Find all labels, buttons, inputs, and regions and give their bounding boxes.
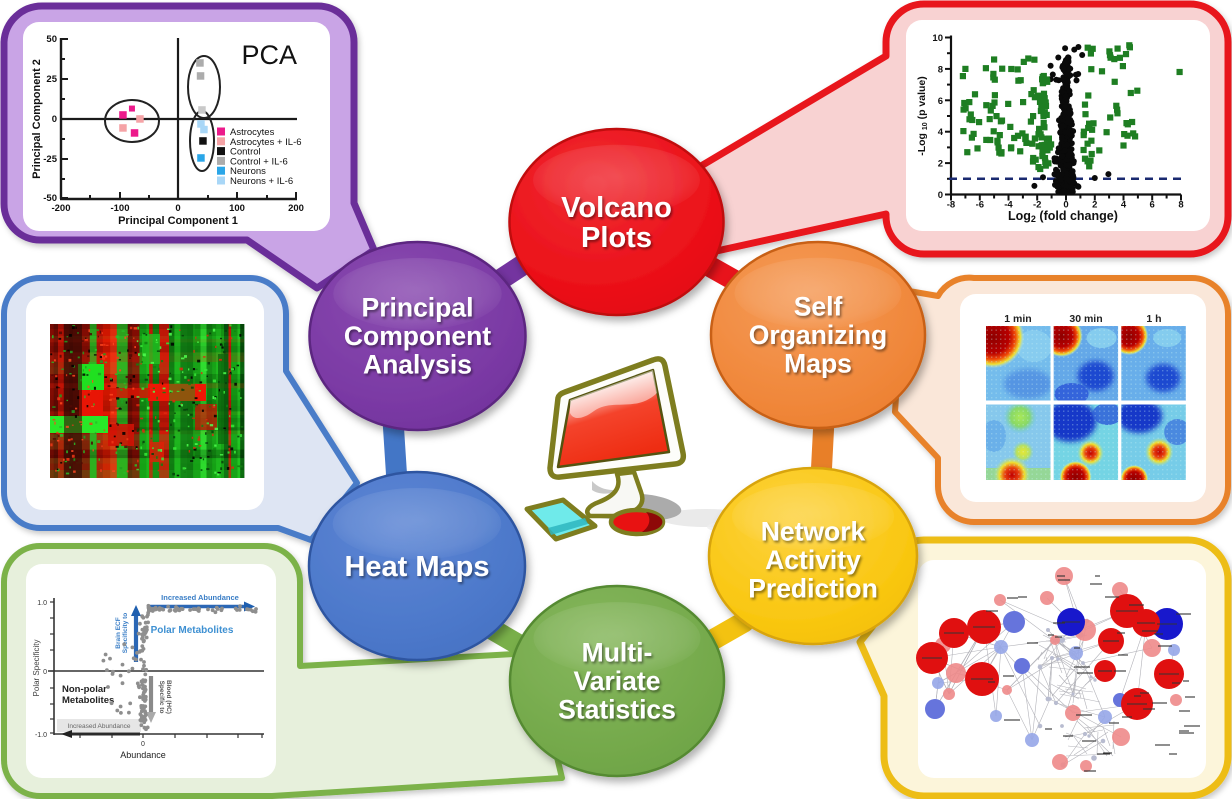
svg-text:Volcano: Volcano xyxy=(561,192,672,224)
svg-text:Multi-: Multi- xyxy=(582,638,653,668)
svg-text:-4: -4 xyxy=(1004,200,1013,211)
svg-text:-200: -200 xyxy=(51,203,70,214)
svg-text:Brain ECF: Brain ECF xyxy=(115,617,122,648)
svg-text:Increased Abundance: Increased Abundance xyxy=(68,723,131,730)
svg-text:Polar Metabolites: Polar Metabolites xyxy=(151,625,234,636)
svg-text:Heat Maps: Heat Maps xyxy=(344,551,489,583)
svg-text:Statistics: Statistics xyxy=(558,695,676,725)
svg-text:50: 50 xyxy=(46,34,57,45)
svg-text:Control + IL-6: Control + IL-6 xyxy=(230,156,288,167)
svg-text:Plots: Plots xyxy=(581,222,652,254)
svg-text:100: 100 xyxy=(229,203,245,214)
svg-text:Neurons: Neurons xyxy=(230,166,266,177)
svg-text:0: 0 xyxy=(938,190,943,201)
svg-text:Non-polar: Non-polar xyxy=(62,684,107,695)
svg-text:Network: Network xyxy=(761,517,866,547)
svg-text:-50: -50 xyxy=(43,193,57,204)
svg-text:Astrocytes + IL-6: Astrocytes + IL-6 xyxy=(230,137,302,148)
svg-text:-25: -25 xyxy=(43,154,57,165)
svg-text:-6: -6 xyxy=(976,200,984,211)
svg-text:0: 0 xyxy=(52,114,57,125)
svg-text:0: 0 xyxy=(175,203,180,214)
svg-text:6: 6 xyxy=(1150,200,1155,211)
svg-text:Metabolites: Metabolites xyxy=(62,695,114,706)
svg-text:0: 0 xyxy=(141,741,145,748)
svg-text:-1.0: -1.0 xyxy=(35,732,47,739)
svg-text:Activity: Activity xyxy=(765,545,861,575)
svg-text:30 min: 30 min xyxy=(1069,313,1102,325)
svg-text:Organizing: Organizing xyxy=(749,320,887,350)
svg-text:-2: -2 xyxy=(1033,200,1041,211)
svg-text:-100: -100 xyxy=(110,203,129,214)
svg-text:4: 4 xyxy=(1121,200,1127,211)
svg-text:Analysis: Analysis xyxy=(363,350,472,380)
svg-text:200: 200 xyxy=(288,203,304,214)
svg-text:1.0: 1.0 xyxy=(37,600,47,607)
svg-text:Neurons + IL-6: Neurons + IL-6 xyxy=(230,176,293,187)
svg-text:Self: Self xyxy=(794,292,843,322)
svg-text:Blood (HC): Blood (HC) xyxy=(165,680,172,714)
svg-text:Maps: Maps xyxy=(784,349,852,379)
svg-text:Polar Specificity: Polar Specificity xyxy=(32,640,41,697)
svg-text:0: 0 xyxy=(1063,200,1068,211)
svg-text:25: 25 xyxy=(46,74,57,85)
svg-text:PCA: PCA xyxy=(241,40,297,70)
svg-text:10: 10 xyxy=(932,33,943,44)
svg-text:2: 2 xyxy=(938,159,943,170)
svg-text:Log2 (fold change): Log2 (fold change) xyxy=(1008,209,1118,224)
svg-text:Principal Component 1: Principal Component 1 xyxy=(118,215,238,227)
svg-text:6: 6 xyxy=(938,96,943,107)
svg-text:1 h: 1 h xyxy=(1146,313,1161,325)
svg-text:Astrocytes: Astrocytes xyxy=(230,127,275,138)
svg-text:Principal: Principal xyxy=(362,293,474,323)
svg-text:-Log 10 (p value): -Log 10 (p value) xyxy=(916,76,929,156)
svg-text:Specific to: Specific to xyxy=(158,681,165,714)
svg-text:Prediction: Prediction xyxy=(748,574,878,604)
svg-text:8: 8 xyxy=(938,64,943,75)
svg-text:8: 8 xyxy=(1178,200,1183,211)
svg-text:Control: Control xyxy=(230,147,261,158)
svg-text:Component: Component xyxy=(344,321,491,351)
svg-text:2: 2 xyxy=(1092,200,1097,211)
svg-text:Increased Abundance: Increased Abundance xyxy=(161,593,239,602)
svg-text:Abundance: Abundance xyxy=(120,750,166,760)
svg-text:Principal Component 2: Principal Component 2 xyxy=(31,59,43,179)
svg-text:-8: -8 xyxy=(947,200,955,211)
svg-text:Specificity to: Specificity to xyxy=(122,613,129,653)
svg-text:4: 4 xyxy=(938,127,944,138)
svg-text:0: 0 xyxy=(43,669,47,676)
svg-text:Variate: Variate xyxy=(574,666,661,696)
svg-text:1 min: 1 min xyxy=(1004,313,1031,325)
